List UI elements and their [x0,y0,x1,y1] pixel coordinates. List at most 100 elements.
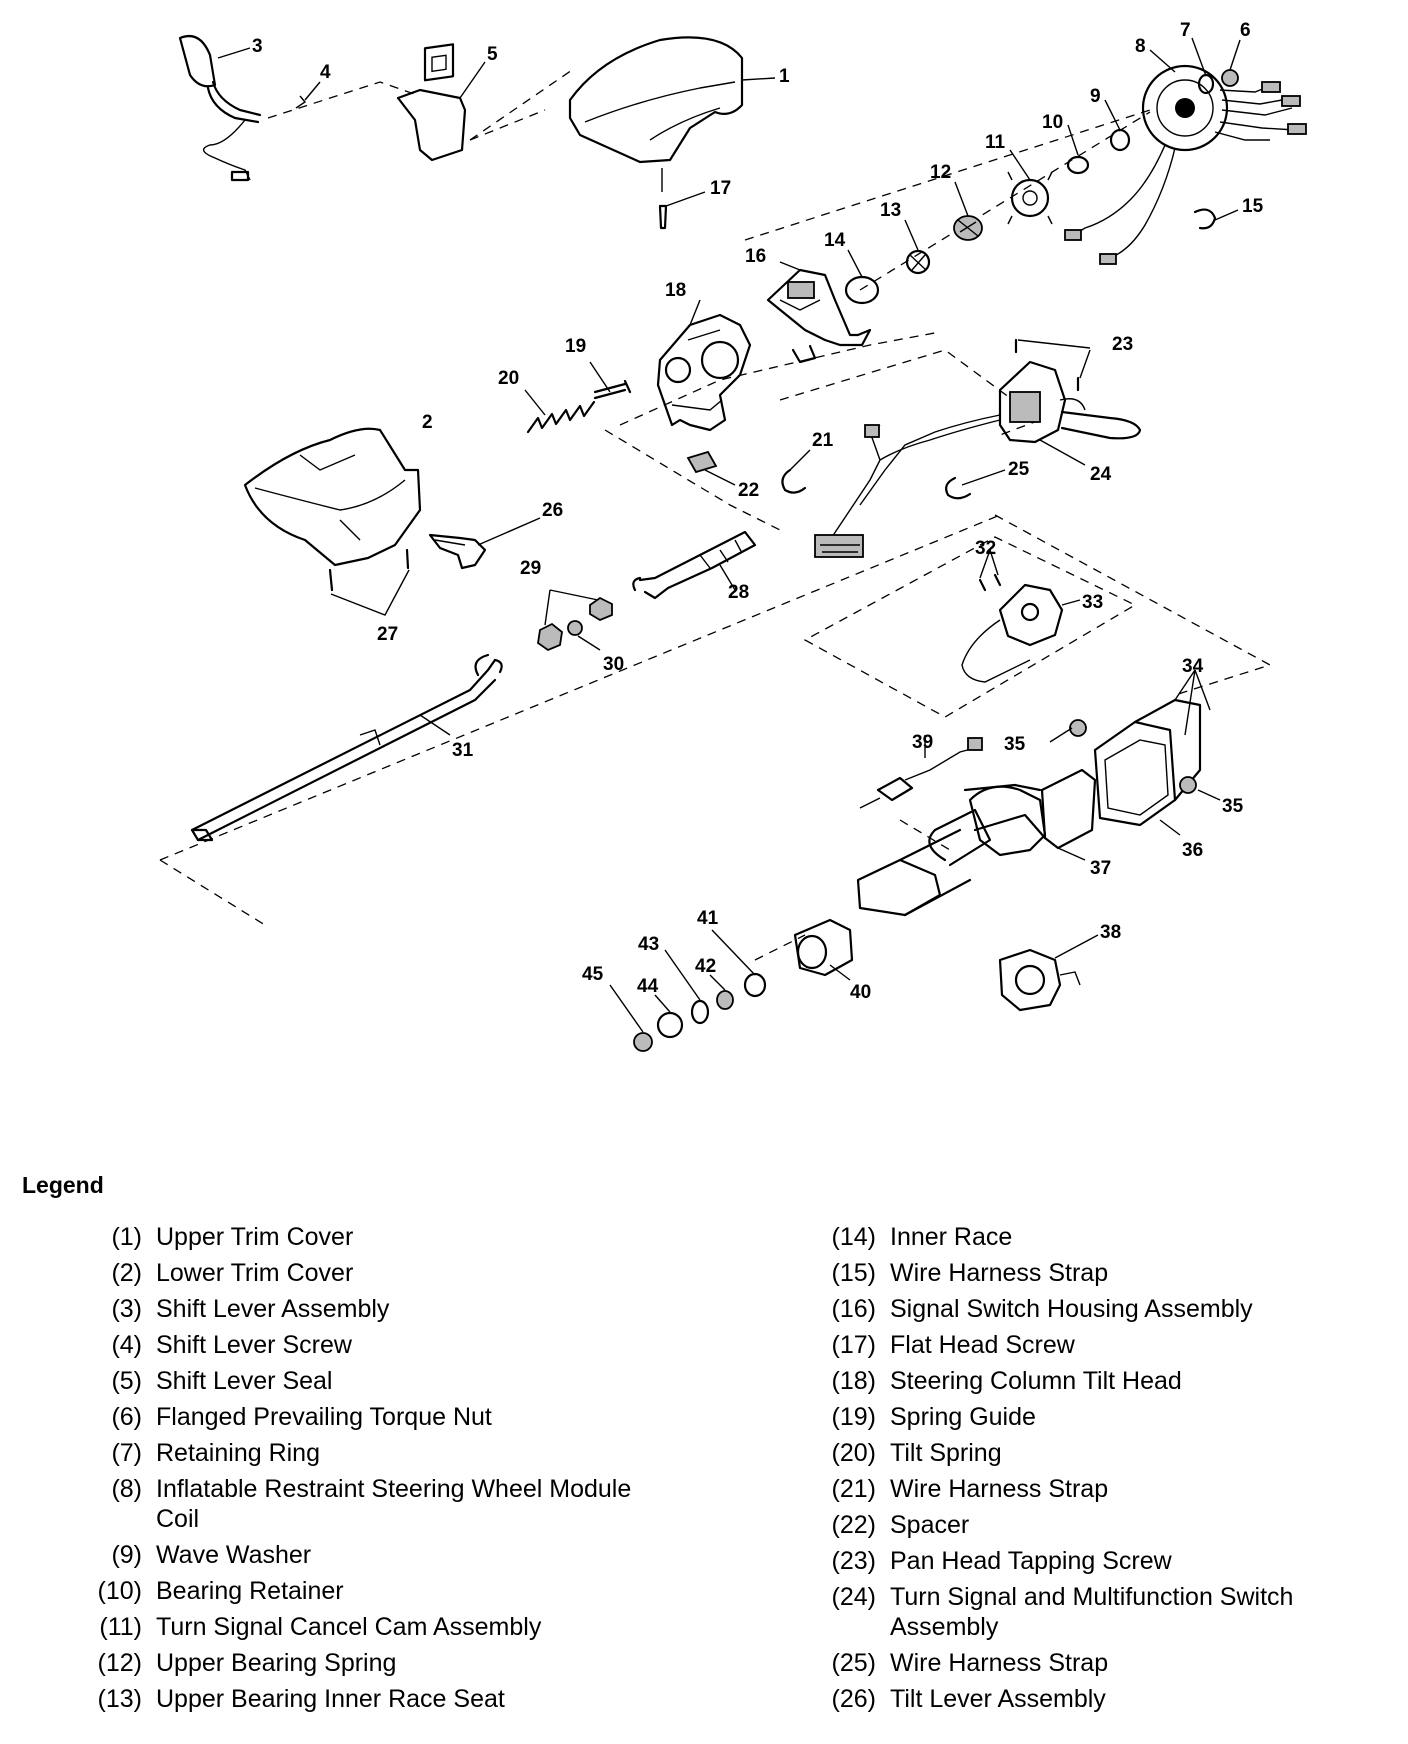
callout-30: 30 [603,654,624,675]
tapping-screw-23-part [1014,338,1080,392]
legend-item-24: (24) Turn Signal and Multifunction Switch… [814,1582,1394,1642]
legend-number: (2) [111,1259,142,1287]
legend-number: (4) [111,1331,142,1359]
flat-head-screw-part [658,168,668,230]
legend-item-6: (6)Flanged Prevailing Torque Nut [68,1402,668,1432]
washer-44-part [656,1011,684,1039]
legend-number: (20) [831,1439,876,1467]
legend-item-3: (3)Shift Lever Assembly [68,1294,668,1324]
column-housing-part [856,698,1202,917]
legend-label: Spacer [890,1511,970,1539]
legend-number: (12) [97,1649,142,1677]
legend-item-14: (14)Inner Race [814,1222,1394,1252]
exploded-view-diagram: 1 2 3 4 5 6 7 8 9 10 11 12 13 14 15 16 1… [159,20,1307,1052]
legend-label: Flanged Prevailing Torque Nut [156,1403,492,1431]
legend-item-15: (15) Wire Harness Strap [814,1258,1394,1288]
ring-41-part [743,972,767,998]
callout-7: 7 [1180,20,1191,41]
legend-number: (21) [831,1475,876,1503]
legend-label: Tilt Spring [890,1439,1002,1467]
legend-label: Shift Lever Assembly [156,1295,390,1323]
upper-trim-cover-part [568,36,744,164]
legend-label: Pan Head Tapping Screw [890,1547,1172,1575]
legend-number: (11) [99,1613,142,1641]
legend-left-column: (1)Upper Trim Cover (2)Lower Trim Cover … [68,1222,668,1720]
legend-item-1: (1)Upper Trim Cover [68,1222,668,1252]
callout-18: 18 [665,280,686,301]
upper-bearing-spring-part [953,215,983,241]
legend-label: Turn Signal and Multifunction Switch Ass… [890,1583,1294,1641]
inner-race-part [844,275,880,305]
callout-37: 37 [1090,858,1111,879]
legend-item-23: (23) Pan Head Tapping Screw [814,1546,1394,1576]
spacer-part [686,450,718,474]
legend-number: (23) [831,1547,876,1575]
torque-nut-part [1221,69,1239,87]
callout-2: 2 [422,412,433,433]
shift-lever-part [178,34,262,182]
legend-label: Retaining Ring [156,1439,320,1467]
ring-43-part [690,999,710,1025]
legend-item-13: (13)Upper Bearing Inner Race Seat [68,1684,668,1714]
callout-16: 16 [745,246,766,267]
callout-17: 17 [710,178,731,199]
legend-number: (13) [97,1685,142,1713]
wire-harness-strap-21-part [781,468,807,494]
legend-number: (22) [831,1511,876,1539]
callout-34: 34 [1182,656,1204,677]
callout-labels: 1 2 3 4 5 6 7 8 9 10 11 12 13 14 15 16 1… [252,20,1264,1003]
shaft-28-part [632,530,757,600]
legend-item-21: (21) Wire Harness Strap [814,1474,1394,1504]
callout-10: 10 [1042,112,1063,133]
callout-28: 28 [728,582,749,603]
legend-item-22: (22) Spacer [814,1510,1394,1540]
callout-6: 6 [1240,20,1251,41]
legend-item-12: (12)Upper Bearing Spring [68,1648,668,1678]
nut-45-part [633,1032,653,1052]
legend-number: (9) [111,1541,142,1569]
callout-25: 25 [1008,459,1030,480]
callout-12: 12 [930,162,951,183]
legend-title: Legend [22,1172,104,1198]
legend-number: (18) [831,1367,876,1395]
bracket-38-part [998,948,1081,1012]
legend-item-4: (4) Shift Lever Screw [68,1330,668,1360]
inner-race-seat-part [905,249,931,275]
callout-24: 24 [1090,464,1112,485]
legend-number: (1) [111,1223,142,1251]
tilt-lever-part [428,533,487,570]
legend-right-column: (14)Inner Race (15) Wire Harness Strap (1… [814,1222,1394,1720]
callout-8: 8 [1135,36,1146,57]
ignition-module-part [961,573,1064,683]
callout-1: 1 [779,66,790,87]
legend-number: (24) [831,1583,876,1611]
callout-31: 31 [452,740,474,761]
legend-label: Wire Harness Strap [890,1259,1109,1287]
legend-label: Shift Lever Screw [156,1331,352,1359]
legend-item-9: (9)Wave Washer [68,1540,668,1570]
callout-35-upper: 35 [1004,734,1026,755]
callout-32: 32 [975,538,996,559]
legend-number: (15) [831,1259,876,1287]
legend-item-17: (17)Flat Head Screw [814,1330,1394,1360]
bearing-30-part [567,620,583,636]
callout-14: 14 [824,230,846,251]
callout-4: 4 [320,62,331,83]
tilt-head-part [656,313,752,432]
legend-label: Tilt Lever Assembly [890,1685,1106,1713]
callout-33: 33 [1082,592,1103,613]
callout-38: 38 [1100,922,1121,943]
callout-43: 43 [638,934,659,955]
legend-label: Wire Harness Strap [890,1475,1109,1503]
callout-21: 21 [812,430,834,451]
legend-item-18: (18) Steering Column Tilt Head [814,1366,1394,1396]
legend-number: (7) [111,1439,142,1467]
legend-label: Steering Column Tilt Head [890,1367,1182,1395]
callout-22: 22 [738,480,759,501]
leader-lines [217,37,1241,1033]
wire-harness-strap-15-part [1193,208,1217,230]
legend-number: (8) [111,1475,142,1503]
legend-item-19: (19)Spring Guide [814,1402,1394,1432]
yokes-29-part [537,596,613,652]
restraint-coil-part [1064,64,1307,265]
